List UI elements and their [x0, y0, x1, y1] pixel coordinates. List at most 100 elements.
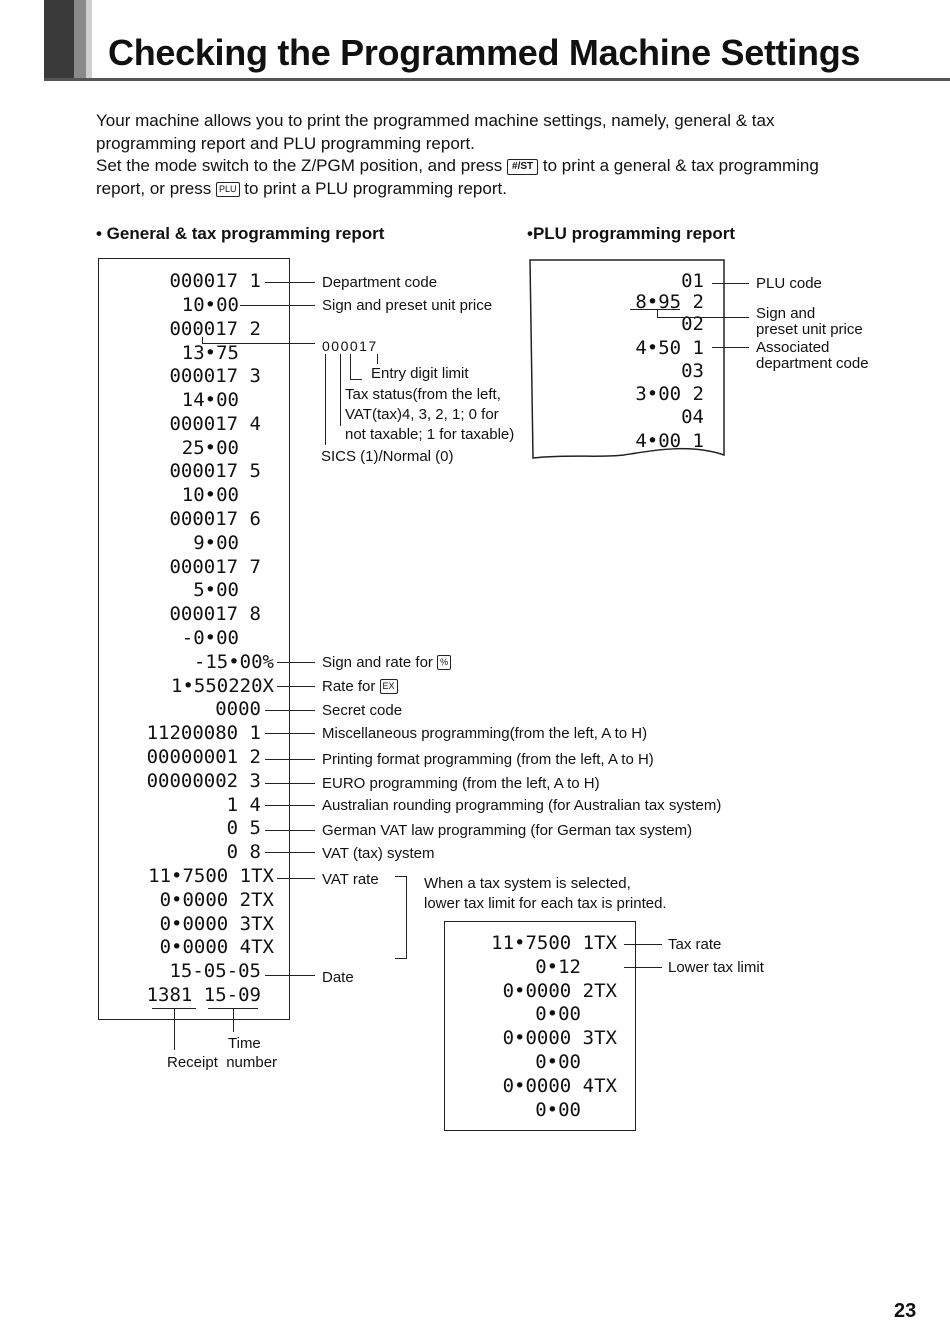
receipt-line: 25•00	[181, 437, 239, 459]
receipt-line: 14•00	[181, 389, 239, 411]
receipt-line: 000017 3	[169, 365, 261, 387]
receipt-line: 15-05-05	[169, 960, 261, 982]
receipt-line: 02	[681, 313, 704, 335]
receipt-line: 9•00	[193, 532, 239, 554]
plu-key: PLU	[216, 181, 240, 197]
receipt-line: 10•00	[181, 294, 239, 316]
receipt-line: 000017 6	[169, 508, 261, 530]
ann-plu-associated: Associated	[756, 339, 830, 356]
ann-tax-status-3: not taxable; 1 for taxable)	[345, 426, 515, 443]
ann-tax-selected-2: lower tax limit for each tax is printed.	[424, 895, 667, 912]
title-accent-light	[86, 0, 92, 80]
receipt-line: 00000001 2	[146, 746, 261, 768]
receipt-line: 11200080 1	[146, 722, 261, 744]
ann-rate-for-ex: Rate for EX	[322, 678, 398, 696]
ann-plu-department-code: department code	[756, 355, 869, 372]
general-receipt	[98, 258, 290, 1020]
intro-line-2: programming report and PLU programming r…	[96, 133, 475, 153]
ann-tax-status-1: Tax status(from the left,	[345, 386, 501, 403]
ann-sign-rate-percent: Sign and rate for %	[322, 654, 452, 672]
ann-vat-rate: VAT rate	[322, 871, 379, 888]
title-rule	[44, 78, 950, 81]
receipt-line: 1381 15-09	[146, 984, 261, 1006]
receipt-line: 0•0000 3TX	[502, 1027, 617, 1049]
receipt-line: 0•0000 2TX	[159, 889, 274, 911]
receipt-line: 000017 1	[169, 270, 261, 292]
st-key: #/ST	[507, 159, 539, 175]
receipt-line: 01	[681, 270, 704, 292]
percent-key: %	[437, 655, 452, 670]
ann-tax-selected-1: When a tax system is selected,	[424, 875, 631, 892]
receipt-line: 0•00	[535, 1099, 581, 1121]
receipt-line: 0•0000 3TX	[159, 913, 274, 935]
receipt-line: 0•0000 4TX	[159, 936, 274, 958]
receipt-line: 0 5	[226, 817, 261, 839]
receipt-line: 13•75	[181, 342, 239, 364]
receipt-line: 0•12	[535, 956, 581, 978]
plu-report-heading: •PLU programming report	[527, 224, 736, 243]
ann-plu-sign-and: Sign and	[756, 305, 816, 322]
receipt-line: 11•7500 1TX	[491, 932, 617, 954]
ann-department-code: Department code	[322, 274, 438, 291]
ann-tax-status-2: VAT(tax)4, 3, 2, 1; 0 for	[345, 406, 499, 423]
title-accent-mid	[74, 0, 86, 80]
receipt-line: 0•00	[535, 1051, 581, 1073]
receipt-line: 000017 5	[169, 460, 261, 482]
receipt-line: 1•550220X	[171, 675, 274, 697]
receipt-line: 4•00 1	[635, 430, 704, 452]
receipt-line: 8•95 2	[635, 291, 704, 313]
receipt-line: 04	[681, 406, 704, 428]
ann-printing-format: Printing format programming (from the le…	[322, 751, 654, 768]
receipt-line: 11•7500 1TX	[148, 865, 274, 887]
receipt-line: 0•0000 2TX	[502, 980, 617, 1002]
ex-key: EX	[379, 679, 398, 694]
intro-line-3-before: Set the mode switch to the Z/PGM positio…	[96, 156, 503, 175]
page-number: 23	[894, 1300, 917, 1322]
general-report-heading: • General & tax programming report	[96, 224, 385, 243]
intro-line-4-before: report, or press	[96, 178, 212, 198]
intro-line-4-after: to print a PLU programming report.	[244, 178, 507, 198]
ann-tax-rate: Tax rate	[668, 936, 722, 953]
ann-german-vat: German VAT law programming (for German t…	[322, 822, 693, 839]
receipt-line: 000017 4	[169, 413, 261, 435]
ann-lower-tax-limit: Lower tax limit	[668, 959, 764, 976]
receipt-line: 000017 2	[169, 318, 261, 340]
ann-misc-programming: Miscellaneous programming(from the left,…	[322, 725, 648, 742]
sign-rate-label: Sign and rate for	[322, 654, 433, 671]
title-accent-dark	[44, 0, 74, 80]
page-title: Checking the Programmed Machine Settings	[108, 32, 861, 73]
receipt-line: 0 8	[226, 841, 261, 863]
receipt-line: 000017 7	[169, 556, 261, 578]
receipt-line: 4•50 1	[635, 337, 704, 359]
ann-time: Time	[228, 1035, 261, 1052]
receipt-line: 3•00 2	[635, 383, 704, 405]
intro-line-3-after: to print a general & tax programming	[542, 156, 819, 175]
intro-line-3: Set the mode switch to the Z/PGM positio…	[96, 155, 896, 178]
ann-australian-rounding: Australian rounding programming (for Aus…	[322, 797, 722, 814]
receipt-line: 03	[681, 360, 704, 382]
ann-vat-system: VAT (tax) system	[322, 845, 435, 862]
ann-plu-code: PLU code	[756, 275, 822, 292]
receipt-line: -15•00%	[193, 651, 274, 673]
ann-receipt-number: Receipt number	[167, 1054, 278, 1071]
receipt-line: 10•00	[181, 484, 239, 506]
receipt-line: 5•00	[193, 579, 239, 601]
receipt-line: 0•0000 4TX	[502, 1075, 617, 1097]
ann-entry-digit-limit: Entry digit limit	[371, 365, 469, 382]
intro-text: Your machine allows you to print the pro…	[96, 110, 896, 200]
ann-secret-code: Secret code	[322, 702, 403, 719]
receipt-line: 00000002 3	[146, 770, 261, 792]
ann-sample-code: 000017	[322, 338, 378, 354]
intro-line-4: report, or press PLU to print a PLU prog…	[96, 178, 896, 201]
receipt-line: 000017 8	[169, 603, 261, 625]
receipt-line: 0000	[215, 698, 261, 720]
ann-sign-preset-price: Sign and preset unit price	[322, 297, 493, 314]
receipt-line: -0•00	[181, 627, 239, 649]
ann-sics-normal: SICS (1)/Normal (0)	[321, 448, 454, 465]
intro-line-1: Your machine allows you to print the pro…	[96, 111, 775, 130]
receipt-line: 0•00	[535, 1003, 581, 1025]
vat-receipt	[444, 921, 636, 1131]
rate-for-label: Rate for	[322, 678, 376, 695]
ann-date: Date	[322, 969, 354, 986]
ann-euro-programming: EURO programming (from the left, A to H)	[322, 775, 600, 792]
